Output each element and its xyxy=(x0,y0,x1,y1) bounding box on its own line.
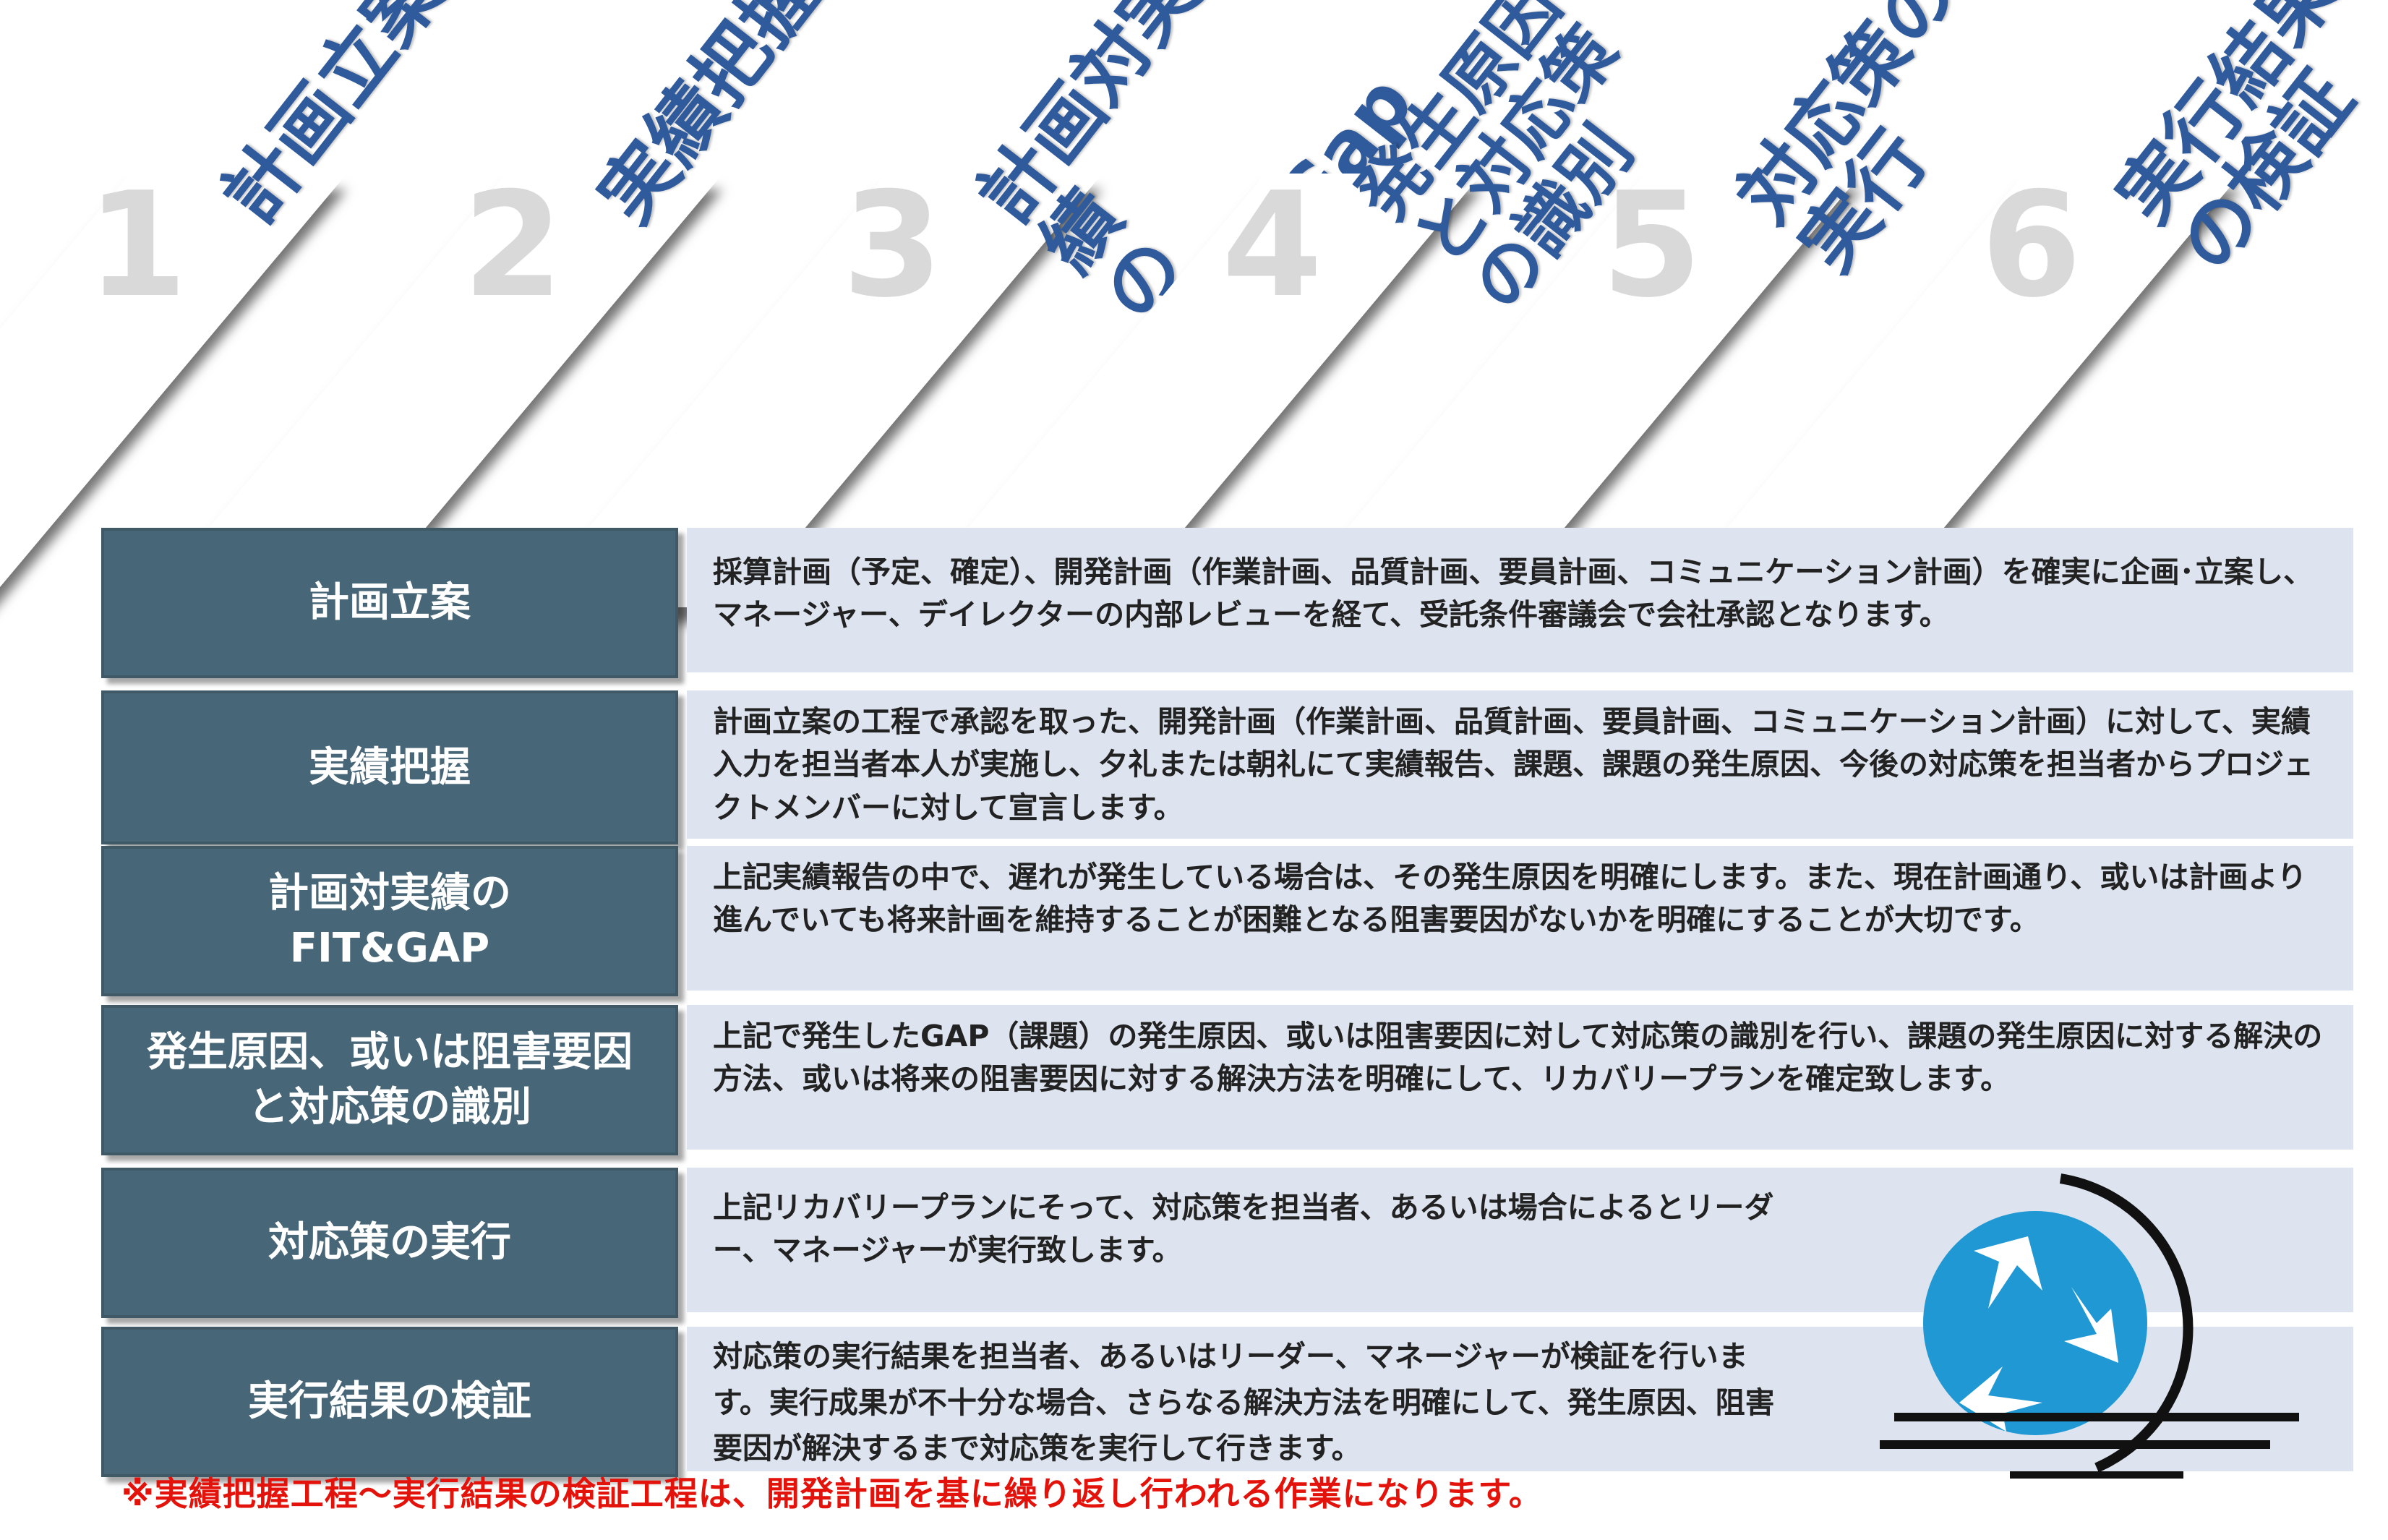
row-label: 実績把握 xyxy=(101,690,678,844)
step-1: 1 計画立案 xyxy=(0,0,492,607)
row-actuals: 実績把握 計画立案の工程で承認を取った、開発計画（作業計画、品質計画、要員計画、… xyxy=(101,690,2353,844)
step-number: 4 xyxy=(1222,161,1323,330)
step-label: 実績把握 xyxy=(581,0,836,239)
row-description: 採算計画（予定、確定）、開発計画（作業計画、品質計画、要員計画、コミュニケーショ… xyxy=(687,528,2353,672)
step-number: 5 xyxy=(1601,161,1703,330)
row-description: 計画立案の工程で承認を取った、開発計画（作業計画、品質計画、要員計画、コミュニケ… xyxy=(687,690,2353,839)
row-label: 対応策の実行 xyxy=(101,1168,678,1318)
row-label: 計画立案 xyxy=(101,528,678,678)
row-plan: 計画立案 採算計画（予定、確定）、開発計画（作業計画、品質計画、要員計画、コミュ… xyxy=(101,528,2353,678)
row-fit-gap: 計画対実績の FIT&GAP 上記実績報告の中で、遅れが発生している場合は、その… xyxy=(101,846,2353,996)
recycle-icon xyxy=(1880,1173,2299,1479)
step-3: 3 計画対実績 のFit&Gap xyxy=(521,0,1429,607)
step-6: 6 実行結果 の検証 xyxy=(1660,0,2386,607)
step-5: 5 対応策の実行 xyxy=(1280,0,2006,607)
row-label: 実行結果の検証 xyxy=(101,1327,678,1477)
step-2: 2 実績把握 xyxy=(142,0,868,607)
row-description: 上記実績報告の中で、遅れが発生している場合は、その発生原因を明確にします。また、… xyxy=(687,846,2353,991)
row-label: 計画対実績の FIT&GAP xyxy=(101,846,678,996)
row-label: 発生原因、或いは阻害要因 と対応策の識別 xyxy=(101,1005,678,1155)
step-number: 1 xyxy=(87,161,188,330)
row-cause: 発生原因、或いは阻害要因 と対応策の識別 上記で発生したGAP（課題）の発生原因… xyxy=(101,1005,2353,1155)
footnote: ※実績把握工程～実行結果の検証工程は、開発計画を基に繰り返し行われる作業になりま… xyxy=(121,1474,1543,1513)
row-description: 上記で発生したGAP（課題）の発生原因、或いは阻害要因に対して対応策の識別を行い… xyxy=(687,1005,2353,1150)
step-label: 計画立案 xyxy=(205,0,461,239)
step-4: 4 発生原因と対応策 の識別 xyxy=(901,0,1648,607)
step-number: 2 xyxy=(463,161,564,330)
step-number: 3 xyxy=(842,161,943,330)
step-number: 6 xyxy=(1981,161,2082,330)
